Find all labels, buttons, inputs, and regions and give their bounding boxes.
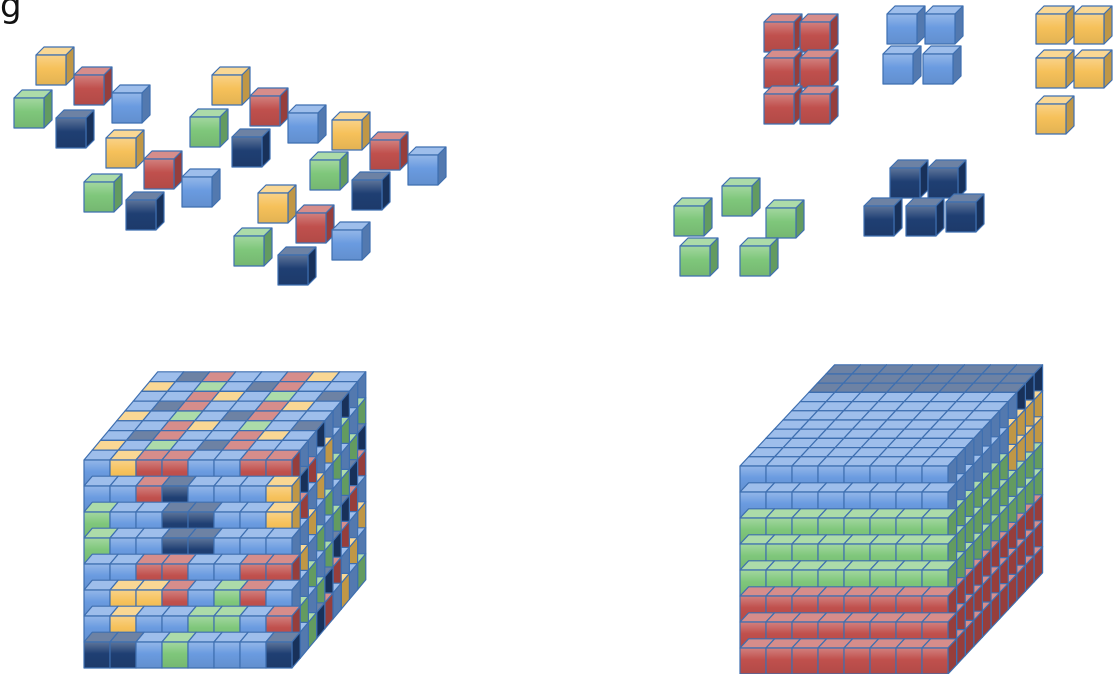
cube-icon <box>674 198 712 236</box>
cube-icon <box>800 50 838 88</box>
mixed-color-cube-stack <box>84 372 366 668</box>
cube-icon <box>370 132 408 170</box>
cube-icon <box>722 178 760 216</box>
cube-icon <box>258 185 296 223</box>
cube-icon <box>906 198 944 236</box>
cube-icon <box>288 105 326 143</box>
cube-icon <box>56 110 94 148</box>
cube-icon <box>182 169 220 207</box>
cube-icon <box>1036 50 1074 88</box>
cube-icon <box>278 247 316 285</box>
cube-icon <box>764 86 802 124</box>
cube-icon <box>890 160 928 198</box>
cube-icon <box>887 6 925 44</box>
cube-icon <box>1036 96 1074 134</box>
cube-icon <box>190 109 228 147</box>
cube-icon <box>740 238 778 276</box>
cube-icon <box>310 152 348 190</box>
cube-icon <box>126 192 164 230</box>
cube-icon <box>234 228 272 266</box>
cube-icon <box>1074 6 1112 44</box>
cube-icon <box>764 14 802 52</box>
scattered-cubes-panel <box>14 47 446 285</box>
cube-icon <box>332 112 370 150</box>
cube-icon <box>296 205 334 243</box>
cube-icon <box>352 172 390 210</box>
cube-icon <box>106 130 144 168</box>
cube-icon <box>764 50 802 88</box>
cube-icon <box>212 67 250 105</box>
cube-icon <box>266 632 300 668</box>
cube-icon <box>408 147 446 185</box>
cube-icon <box>800 86 838 124</box>
cube-icon <box>766 200 804 238</box>
cube-icon <box>928 160 966 198</box>
cube-icon <box>14 90 52 128</box>
layered-color-cube-stack <box>740 365 1043 674</box>
cube-icon <box>1036 6 1074 44</box>
cube-icon <box>923 46 961 84</box>
cube-icon <box>112 85 150 123</box>
cube-icon <box>84 174 122 212</box>
cube-icon <box>74 67 112 105</box>
cube-icon <box>1074 50 1112 88</box>
cube-icon <box>144 151 182 189</box>
cube-icon <box>250 88 288 126</box>
cube-icon <box>232 129 270 167</box>
sorted-cube-groups-panel <box>674 6 1112 276</box>
cube-icon <box>680 238 718 276</box>
cube-icon <box>922 639 957 674</box>
cube-icon <box>800 14 838 52</box>
cube-icon <box>925 6 963 44</box>
cube-icon <box>36 47 74 85</box>
cube-icon <box>883 46 921 84</box>
cube-icon <box>332 222 370 260</box>
cube-icon <box>864 198 902 236</box>
cube-icon <box>946 194 984 232</box>
